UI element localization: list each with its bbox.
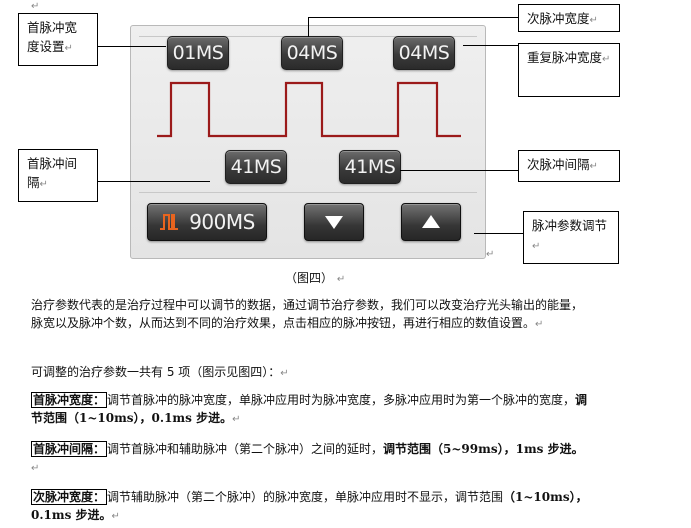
leader-line-first-width xyxy=(98,46,166,47)
increase-button[interactable] xyxy=(401,203,461,241)
desc-first-pulse-interval: 调节首脉冲和辅助脉冲（第二个脉冲）之间的延时， xyxy=(107,442,384,456)
desc-first-pulse-width: 调节首脉冲的脉冲宽度，单脉冲应用时为脉冲宽度，多脉冲应用时为第一个脉冲的宽度， xyxy=(107,393,576,407)
therapy-panel: 01MS 04MS 04MS 41MS 41MS 900MS xyxy=(130,25,486,259)
item-first-pulse-width: 首脉冲宽度：调节首脉冲的脉冲宽度，单脉冲应用时为脉冲宽度，多脉冲应用时为第一个脉… xyxy=(31,392,588,425)
callout-pulse-parameter-label: 脉冲参数调节 xyxy=(532,218,608,233)
paragraph-mark-icon: ↵ xyxy=(486,249,495,260)
paragraph-intro: 治疗参数代表的是治疗过程中可以调节的数据，通过调节治疗参数，我们可以改变治疗光头… xyxy=(31,298,584,330)
leader-line-pulse-parameter xyxy=(474,233,523,234)
term-first-pulse-interval: 首脉冲间隔： xyxy=(31,441,108,457)
pulse-parameter-button[interactable]: 900MS xyxy=(147,203,267,241)
second-pulse-interval-value: 41MS xyxy=(344,156,396,178)
callout-first-pulse-width-label: 首脉冲宽度设置 xyxy=(27,20,78,54)
first-pulse-width-display[interactable]: 01MS xyxy=(167,36,229,70)
callout-second-pulse-width: 次脉冲宽度↵ xyxy=(518,4,620,32)
leader-line-first-interval xyxy=(98,181,210,182)
first-pulse-interval-value: 41MS xyxy=(230,156,282,178)
desc-second-pulse-width: 调节辅助脉冲（第二个脉冲）的脉冲宽度，单脉冲应用时不显示，调节范围 xyxy=(107,490,504,504)
first-pulse-interval-display[interactable]: 41MS xyxy=(225,150,287,184)
leader-line-second-interval xyxy=(400,170,518,171)
callout-second-pulse-width-label: 次脉冲宽度 xyxy=(527,11,590,26)
down-arrow-icon xyxy=(325,216,343,229)
paragraph-count: 可调整的治疗参数一共有 5 项（图示见图四）：↵ xyxy=(31,365,289,379)
pulse-button-label: 900MS xyxy=(189,210,255,234)
callout-repeat-pulse-width: 重复脉冲宽度↵ xyxy=(518,43,620,97)
item-second-pulse-width: 次脉冲宽度：调节辅助脉冲（第二个脉冲）的脉冲宽度，单脉冲应用时不显示，调节范围（… xyxy=(31,489,588,522)
leader-line-repeat-width xyxy=(463,45,518,46)
callout-second-pulse-interval-label: 次脉冲间隔 xyxy=(527,157,590,172)
figure-caption-text: （图四） xyxy=(285,271,334,285)
figure-caption: （图四） ↵ xyxy=(285,271,346,285)
paragraph-mark-icon: ↵ xyxy=(31,1,40,12)
callout-first-pulse-interval: 首脉冲间隔↵ xyxy=(18,149,98,202)
leader-line-second-width-h xyxy=(308,17,518,18)
range-first-pulse-width: 调节范围（1~10ms），0.1ms 步进。 xyxy=(31,393,588,425)
pulse-waveform xyxy=(157,81,461,138)
second-pulse-interval-display[interactable]: 41MS xyxy=(339,150,401,184)
paragraph-count-text: 可调整的治疗参数一共有 5 项（图示见图四）： xyxy=(31,365,281,379)
second-pulse-width-display[interactable]: 04MS xyxy=(281,36,343,70)
term-second-pulse-width: 次脉冲宽度： xyxy=(31,489,108,505)
first-pulse-width-value: 01MS xyxy=(172,42,224,64)
range-first-pulse-interval: 调节范围（5~99ms），1ms 步进。 xyxy=(383,442,584,456)
decrease-button[interactable] xyxy=(304,203,364,241)
range-second-pulse-width: （1~10ms），0.1ms 步进。 xyxy=(31,490,588,522)
second-pulse-width-value: 04MS xyxy=(286,42,338,64)
leader-line-second-width-v xyxy=(308,17,309,37)
up-arrow-icon xyxy=(422,215,440,228)
callout-first-pulse-interval-label: 首脉冲间隔 xyxy=(27,156,78,190)
repeat-pulse-width-display[interactable]: 04MS xyxy=(393,36,455,70)
term-first-pulse-width: 首脉冲宽度： xyxy=(31,392,108,408)
callout-first-pulse-width: 首脉冲宽度设置↵ xyxy=(18,13,98,66)
callout-pulse-parameter: 脉冲参数调节↵ xyxy=(523,211,619,264)
callout-repeat-pulse-width-label: 重复脉冲宽度 xyxy=(527,50,603,65)
item-first-pulse-interval: 首脉冲间隔：调节首脉冲和辅助脉冲（第二个脉冲）之间的延时，调节范围（5~99ms… xyxy=(31,441,584,474)
pulse-icon xyxy=(160,214,179,230)
repeat-pulse-width-value: 04MS xyxy=(398,42,450,64)
panel-divider-bottom xyxy=(139,192,477,193)
callout-second-pulse-interval: 次脉冲间隔↵ xyxy=(518,150,620,182)
paragraph-intro-text: 治疗参数代表的是治疗过程中可以调节的数据，通过调节治疗参数，我们可以改变治疗光头… xyxy=(31,298,584,330)
